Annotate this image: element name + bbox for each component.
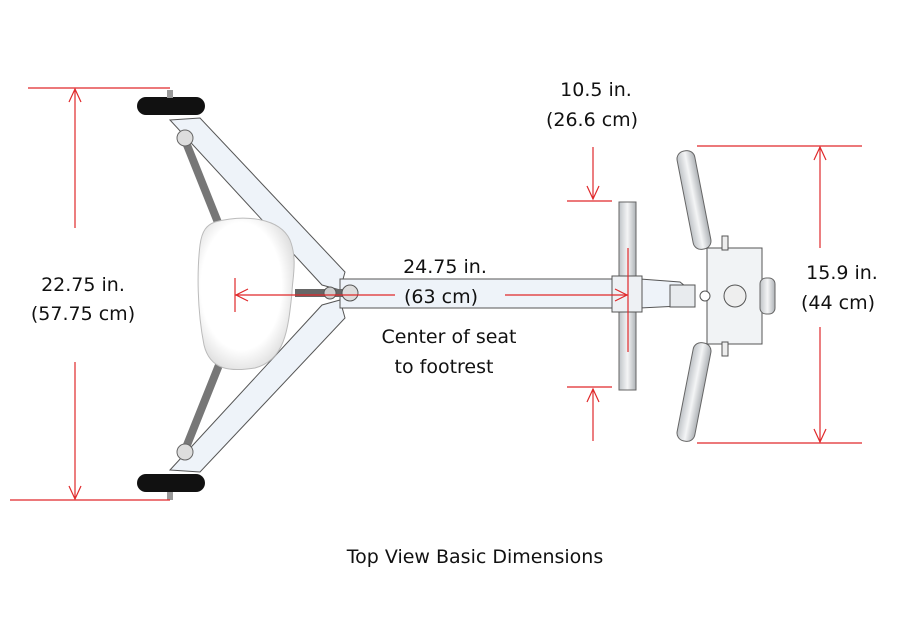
width-metric-label: (57.75 cm) [31, 303, 135, 325]
seat [197, 217, 295, 371]
main-boom [339, 278, 641, 309]
width-dimension: 22.75 in. (57.75 cm) [10, 87, 170, 501]
rear-wheel-bottom [137, 474, 205, 500]
handlebar [669, 150, 776, 442]
seat-to-footrest-dimension: 24.75 in. (63 cm) Center of seat to foot… [234, 248, 629, 378]
pivot-joint [341, 284, 359, 302]
rear-wheel-top [137, 90, 205, 115]
seat-footrest-metric-label: (63 cm) [404, 286, 478, 308]
footrest-clamp [611, 275, 643, 313]
seat-footrest-note-line2: to footrest [395, 356, 494, 378]
rear-strut-bottom [181, 346, 229, 454]
handlebar-dimension: 15.9 in. (44 cm) [697, 145, 878, 444]
rear-frame [168, 117, 346, 473]
footrest-metric-label: (26.6 cm) [546, 109, 638, 131]
footrest-dimension: 10.5 in. (26.6 cm) [546, 79, 638, 441]
handlebar-metric-label: (44 cm) [801, 292, 875, 314]
footrest-imperial-label: 10.5 in. [560, 79, 632, 101]
diagram-caption: Top View Basic Dimensions [346, 546, 603, 568]
width-imperial-label: 22.75 in. [41, 274, 125, 296]
handlebar-imperial-label: 15.9 in. [806, 262, 878, 284]
seat-footrest-imperial-label: 24.75 in. [403, 256, 487, 278]
seat-footrest-note-line1: Center of seat [381, 326, 516, 348]
